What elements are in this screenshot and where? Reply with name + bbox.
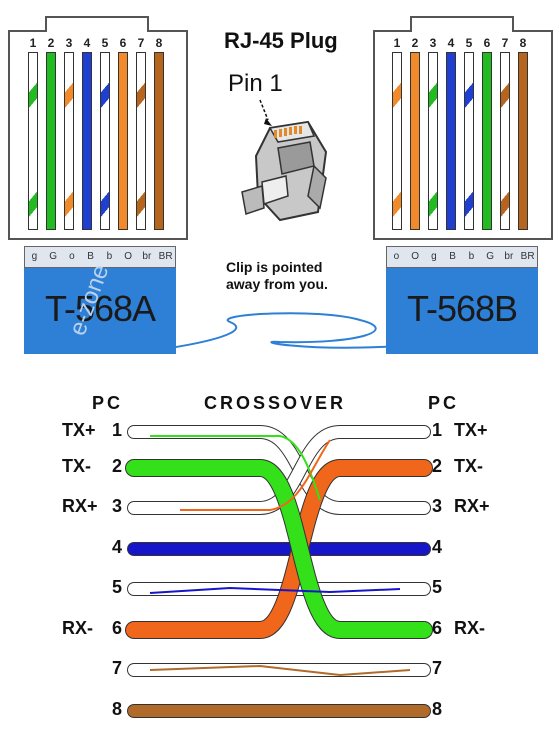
left-signal-label: TX- xyxy=(62,456,91,476)
t568b-color-code: G xyxy=(486,251,495,262)
wire-stripe xyxy=(149,586,401,594)
t568a-wire xyxy=(64,52,74,230)
t568b-wire xyxy=(518,52,528,230)
wire-stripe xyxy=(149,664,411,677)
t568a-wire xyxy=(46,52,56,230)
t568a-color-code: BR xyxy=(158,251,173,262)
cable-loop xyxy=(169,312,401,349)
t568b-pin-number: 8 xyxy=(519,36,527,50)
t568a-color-code: br xyxy=(142,251,152,262)
t568b-pin-number: 7 xyxy=(501,36,509,50)
t568a-pin-number: 1 xyxy=(29,36,37,50)
t568b-color-code: b xyxy=(468,251,475,262)
t568b-wire xyxy=(464,52,474,230)
t568b-pin-number: 1 xyxy=(393,36,401,50)
right-signal-label: TX- xyxy=(454,456,483,476)
crossover-title: CROSSOVER xyxy=(204,393,347,413)
t568b-color-code: br xyxy=(504,251,514,262)
t568a-color-code: B xyxy=(87,251,94,262)
left-pin-number: 1 xyxy=(112,420,123,440)
left-pin-number: 4 xyxy=(112,537,123,557)
t568a-wire xyxy=(136,52,146,230)
t568b-pin-number: 2 xyxy=(411,36,419,50)
t568b-wire xyxy=(446,52,456,230)
t568b-wire xyxy=(428,52,438,230)
wire-stripe xyxy=(180,439,331,511)
right-signal-label: TX+ xyxy=(454,420,488,440)
t568a-wire xyxy=(118,52,128,230)
t568a-pin-number: 3 xyxy=(65,36,73,50)
t568a-wire xyxy=(154,52,164,230)
t568b-wire xyxy=(392,52,402,230)
left-pin-number: 3 xyxy=(112,496,123,516)
t568a-wire xyxy=(82,52,92,230)
left-pin-number: 8 xyxy=(112,699,123,719)
right-signal-label: RX+ xyxy=(454,496,490,516)
t568a-pin-number: 7 xyxy=(137,36,145,50)
t568a-plug-top-tab xyxy=(45,16,149,32)
left-signal-label: TX+ xyxy=(62,420,96,440)
t568a-color-code: g xyxy=(31,251,38,262)
t568b-plug-top-tab xyxy=(410,16,514,32)
t568b-wire xyxy=(482,52,492,230)
t568b-pin-number: 3 xyxy=(429,36,437,50)
left-pin-number: 6 xyxy=(112,618,123,638)
t568a-color-code: b xyxy=(106,251,113,262)
t568a-pin-number: 5 xyxy=(101,36,109,50)
right-pin-number: 4 xyxy=(432,537,443,557)
t568a-color-code: O xyxy=(124,251,133,262)
right-pin-number: 5 xyxy=(432,577,443,597)
t568b-label: T-568B xyxy=(406,288,518,329)
t568a-pin-number: 6 xyxy=(119,36,127,50)
t568a-pin-number: 8 xyxy=(155,36,163,50)
plug-caption-line2: away from you. xyxy=(226,276,328,292)
plug-title: RJ-45 Plug xyxy=(224,28,338,53)
t568a-pin-number: 2 xyxy=(47,36,55,50)
wire-pin2-to-pin6-green xyxy=(126,460,432,638)
t568b-pin-number: 6 xyxy=(483,36,491,50)
right-pin-number: 6 xyxy=(432,618,443,638)
right-pin-number: 3 xyxy=(432,496,443,516)
t568a-boot xyxy=(24,268,176,354)
right-pc-header: PC xyxy=(428,393,460,413)
t568b-boot xyxy=(386,268,538,354)
left-pin-number: 5 xyxy=(112,577,123,597)
t568b-color-code: O xyxy=(411,251,420,262)
right-signal-label: RX- xyxy=(454,618,485,638)
plug-caption-line1: Clip is pointed xyxy=(226,259,323,275)
t568a-pin-number: 4 xyxy=(83,36,91,50)
left-pin-number: 2 xyxy=(112,456,123,476)
wire-pin3-to-pin1-white-orange xyxy=(128,426,430,514)
left-pc-header: PC xyxy=(92,393,124,413)
t568b-color-code: o xyxy=(393,251,400,262)
t568b-color-code: g xyxy=(431,251,437,262)
t568b-wire xyxy=(410,52,420,230)
pin1-label: Pin 1 xyxy=(228,70,283,97)
right-pin-number: 7 xyxy=(432,658,443,678)
plug-illustration xyxy=(241,99,328,222)
wire-stripe xyxy=(150,435,321,501)
t568a-wire xyxy=(28,52,38,230)
right-pin-number: 1 xyxy=(432,420,443,440)
left-signal-label: RX- xyxy=(62,618,93,638)
right-pin-number: 2 xyxy=(432,456,443,476)
t568a-label: T-568A xyxy=(44,288,156,329)
t568b-pin-number: 5 xyxy=(465,36,473,50)
t568a-color-code: o xyxy=(69,251,75,262)
right-pin-number: 8 xyxy=(432,699,443,719)
left-signal-label: RX+ xyxy=(62,496,98,516)
t568a-color-code: G xyxy=(49,251,58,262)
t568b-wire xyxy=(500,52,510,230)
left-pin-number: 7 xyxy=(112,658,123,678)
t568a-wire xyxy=(100,52,110,230)
t568b-color-code: BR xyxy=(520,251,535,262)
t568b-color-code: B xyxy=(449,251,456,262)
t568b-pin-number: 4 xyxy=(447,36,455,50)
